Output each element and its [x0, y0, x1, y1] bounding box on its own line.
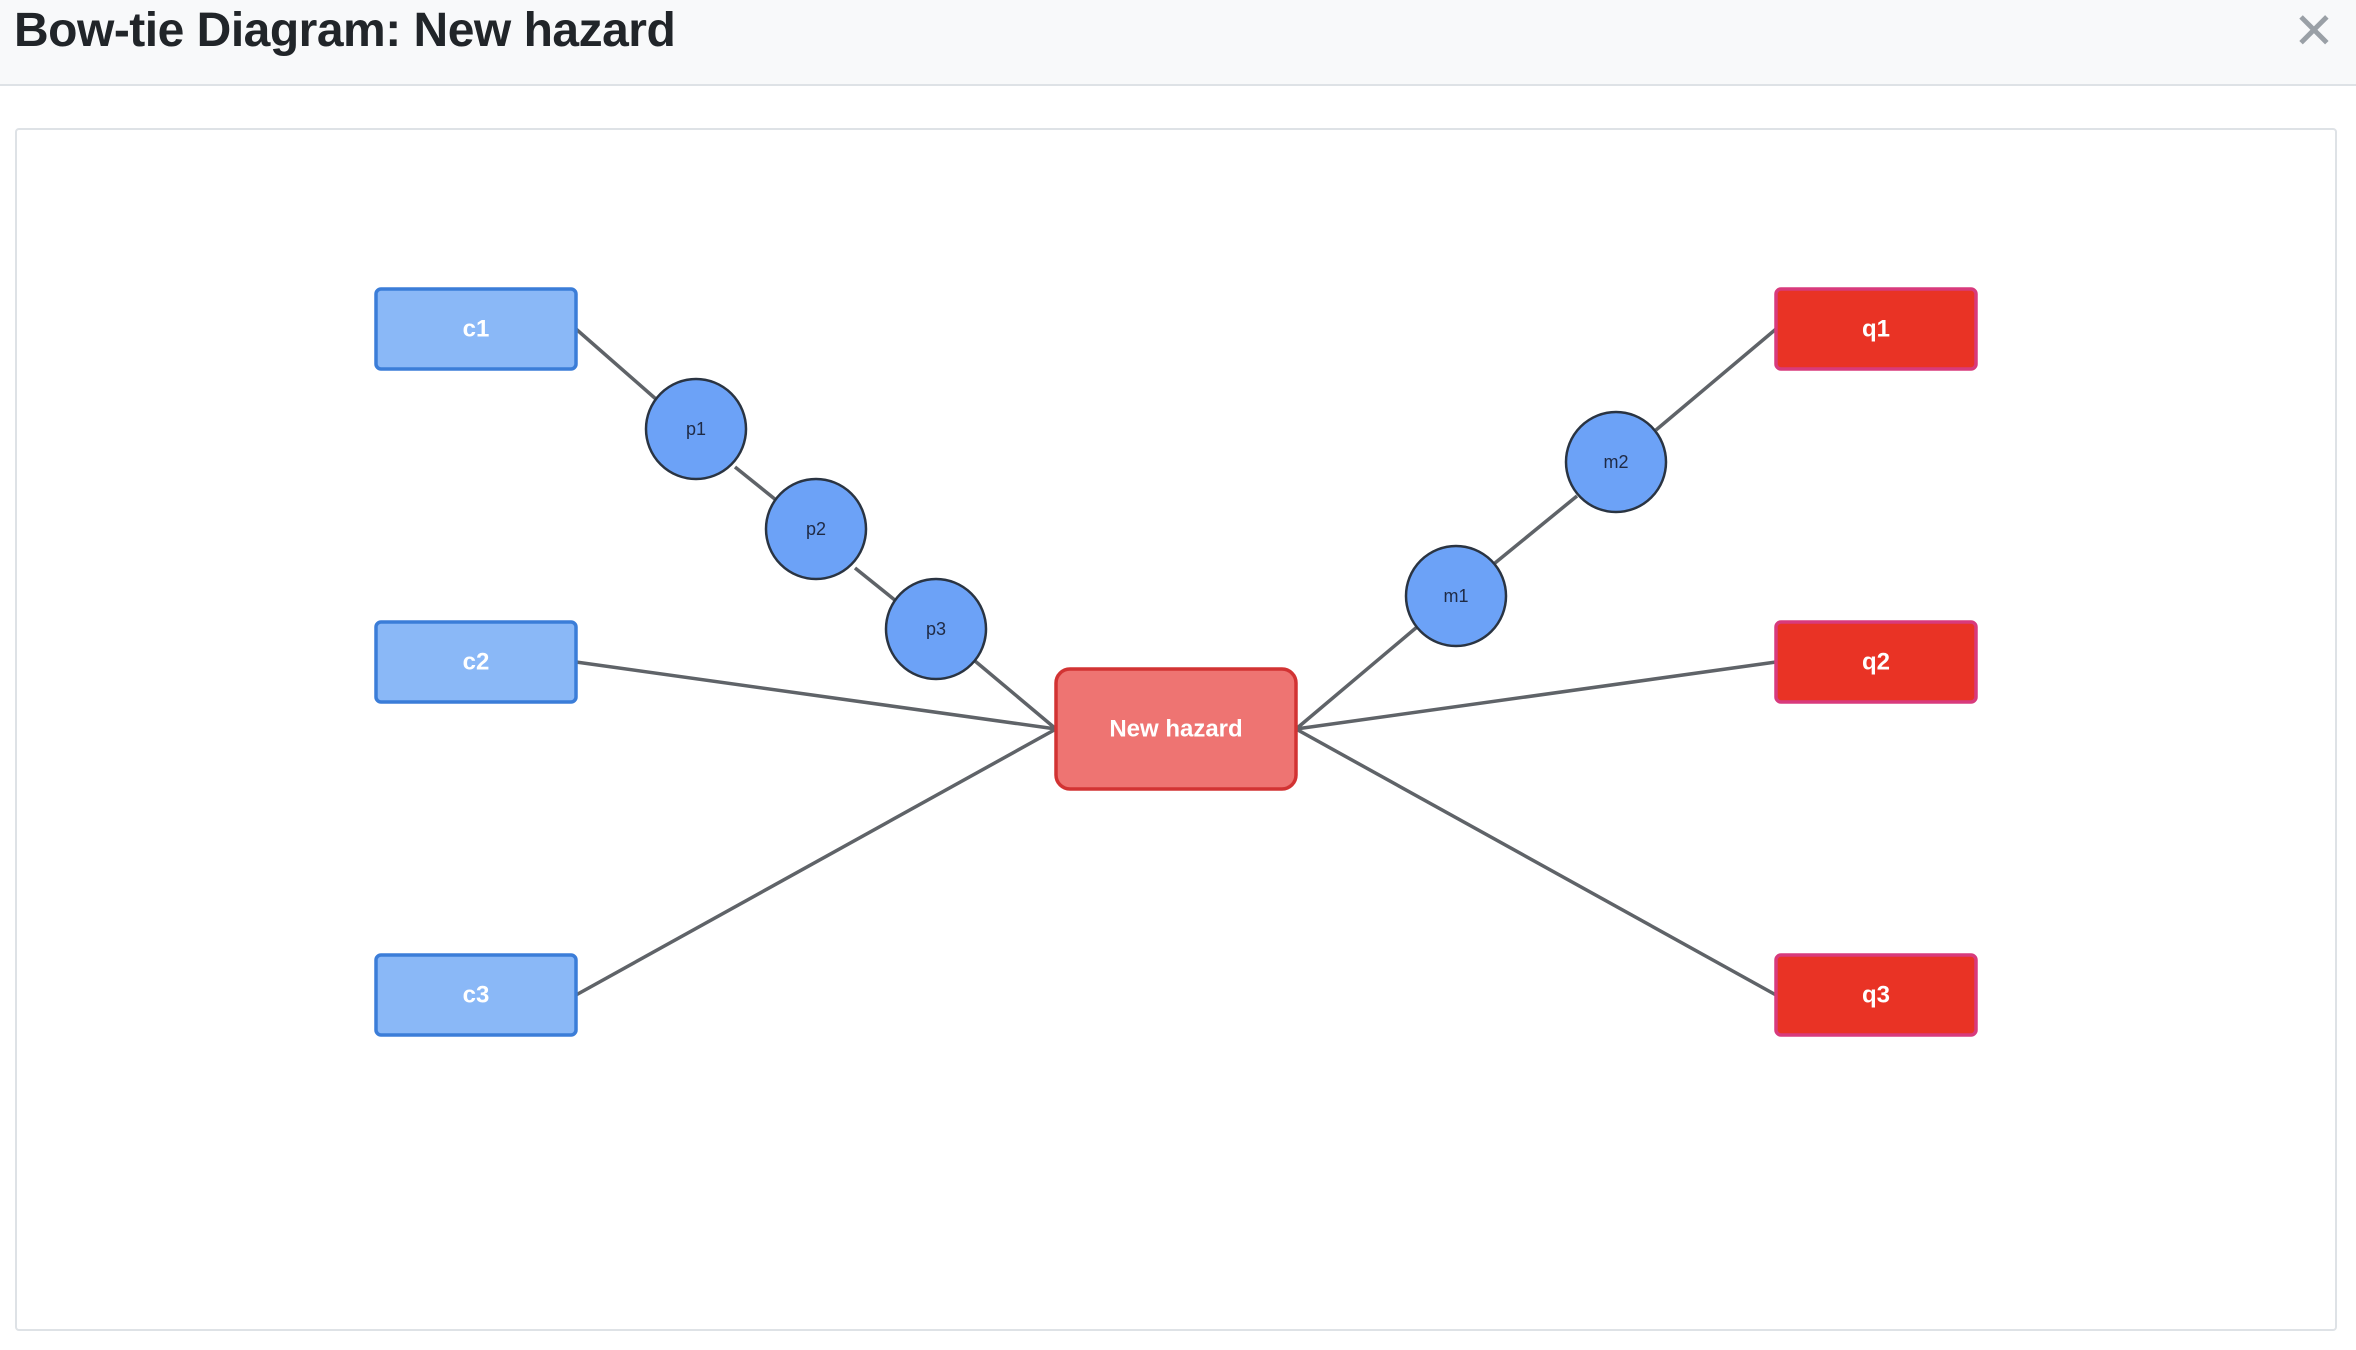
- edge-c3-hazard: [575, 727, 1057, 997]
- edge-m1-m2: [1493, 494, 1579, 565]
- edge-hazard-m1: [1294, 625, 1419, 731]
- consequence-box: [1774, 620, 1978, 704]
- hazard-node[interactable]: New hazard: [1054, 667, 1298, 791]
- consequence-box: [1774, 287, 1978, 371]
- hazard-box: [1054, 667, 1298, 791]
- cause-label: c2: [463, 649, 490, 676]
- edge-m2-q1: [1654, 327, 1778, 432]
- barrier-node-p1[interactable]: p1: [644, 377, 748, 481]
- edge-hazard-q3: [1295, 727, 1777, 997]
- cause-node-c1[interactable]: c1: [374, 287, 578, 371]
- cause-label: c3: [463, 982, 490, 1009]
- consequence-label: q3: [1862, 982, 1890, 1009]
- barrier-circle: [1404, 544, 1508, 648]
- consequence-node-q2[interactable]: q2: [1774, 620, 1978, 704]
- barrier-label: p1: [686, 419, 706, 439]
- barrier-label: p3: [926, 619, 946, 639]
- edges: [574, 327, 1778, 997]
- dialog-header: Bow-tie Diagram: New hazard ✕: [0, 0, 2356, 86]
- edge-p3-hazard: [973, 659, 1058, 731]
- edge-p2-p3: [853, 566, 898, 603]
- barrier-node-p2[interactable]: p2: [764, 477, 868, 581]
- barrier-label: m2: [1603, 452, 1628, 472]
- barrier-label: p2: [806, 519, 826, 539]
- barrier-circle: [884, 577, 988, 681]
- barrier-node-m2[interactable]: m2: [1564, 410, 1668, 514]
- consequence-label: q1: [1862, 316, 1890, 343]
- cause-label: c1: [463, 316, 490, 343]
- close-icon[interactable]: ✕: [2293, 2, 2335, 60]
- consequence-node-q3[interactable]: q3: [1774, 953, 1978, 1037]
- barrier-circle: [764, 477, 868, 581]
- cause-box: [374, 620, 578, 704]
- edge-c2-hazard: [575, 660, 1057, 731]
- barrier-circle: [1564, 410, 1668, 514]
- barrier-label: m1: [1443, 586, 1468, 606]
- barrier-circle: [644, 377, 748, 481]
- consequence-node-q1[interactable]: q1: [1774, 287, 1978, 371]
- cause-node-c2[interactable]: c2: [374, 620, 578, 704]
- consequence-label: q2: [1862, 649, 1890, 676]
- cause-box: [374, 287, 578, 371]
- barrier-node-m1[interactable]: m1: [1404, 544, 1508, 648]
- edge-c1-p1: [574, 327, 659, 402]
- dialog-title: Bow-tie Diagram: New hazard: [14, 4, 676, 57]
- edge-p1-p2: [733, 465, 778, 502]
- consequence-box: [1774, 953, 1978, 1037]
- barrier-node-p3[interactable]: p3: [884, 577, 988, 681]
- edge-hazard-q2: [1295, 660, 1777, 731]
- cause-box: [374, 953, 578, 1037]
- cause-node-c3[interactable]: c3: [374, 953, 578, 1037]
- hazard-label: New hazard: [1109, 716, 1242, 743]
